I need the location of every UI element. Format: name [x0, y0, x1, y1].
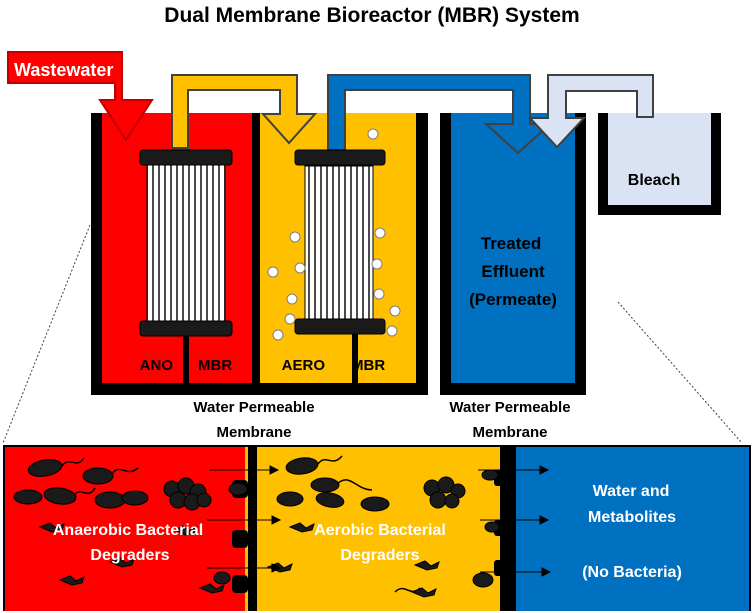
- detail-output-zone: [516, 447, 749, 611]
- aero-mbr-label: MBR: [351, 357, 385, 374]
- aeration-bubbles: [267, 128, 401, 341]
- aerobic-label-line1: Aerobic Bacterial: [314, 522, 446, 539]
- membrane-label-2-line2: Membrane: [472, 424, 547, 441]
- zoom-lines: [2, 224, 743, 444]
- aerobic-bacteria: [266, 455, 500, 598]
- aerobic-label-line2: Degraders: [340, 547, 419, 564]
- permeate-pipe-aero-to-effluent: [327, 74, 553, 155]
- anoxic-membrane-module: [139, 149, 233, 383]
- aero-label: AERO: [282, 357, 326, 374]
- membrane-label-1-line1: Water Permeable: [193, 399, 314, 416]
- effluent-label-line3: (Permeate): [469, 290, 557, 309]
- wastewater-inlet-arrow: [7, 51, 154, 142]
- bleach-tank: [598, 113, 721, 215]
- ano-label: ANO: [140, 357, 174, 374]
- aerobic-membrane-module: [294, 149, 386, 383]
- detail-panel: [3, 445, 751, 611]
- output-label-line2: Metabolites: [588, 509, 676, 526]
- anaerobic-label-line1: Anaerobic Bacterial: [53, 522, 203, 539]
- diagram-title: Dual Membrane Bioreactor (MBR) System: [164, 4, 579, 27]
- membrane-label-2-line1: Water Permeable: [449, 399, 570, 416]
- flow-arrows: [207, 465, 552, 577]
- wastewater-label: Wastewater: [14, 60, 113, 80]
- output-label-line1: Water and: [593, 483, 670, 500]
- anaerobic-bacteria: [13, 457, 248, 594]
- effluent-label-line2: Effluent: [481, 262, 545, 281]
- effluent-label-line1: Treated: [481, 234, 541, 253]
- anaerobic-label-line2: Degraders: [90, 547, 169, 564]
- membrane-label-1-line2: Membrane: [216, 424, 291, 441]
- bleach-dosing-pipe: [527, 74, 654, 149]
- bleach-label: Bleach: [628, 172, 680, 189]
- ano-mbr-label: MBR: [198, 357, 232, 374]
- transfer-pipe-ano-to-aero: [171, 74, 318, 149]
- output-label-line3: (No Bacteria): [582, 564, 682, 581]
- effluent-tank: [440, 113, 586, 395]
